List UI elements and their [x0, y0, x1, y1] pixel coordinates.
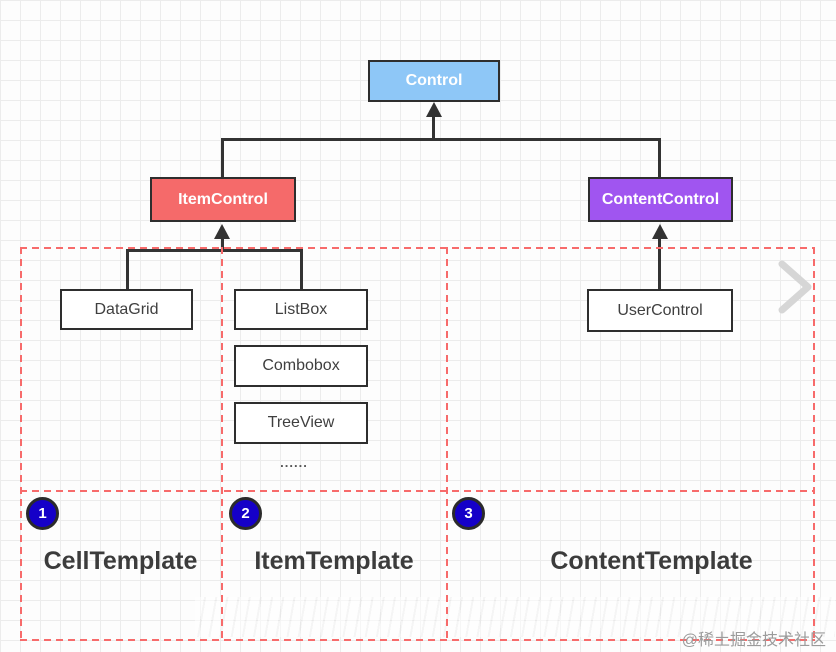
region-divider-1 — [221, 247, 223, 641]
region-border-left — [20, 247, 22, 641]
connector-itemcontrol-stem — [221, 235, 224, 252]
connector-control-branch — [221, 138, 661, 141]
connector-to-itemcontrol — [221, 138, 224, 179]
label-contenttemplate: ContentTemplate — [550, 547, 753, 575]
node-treeview: TreeView — [234, 402, 368, 444]
node-control: Control — [368, 60, 500, 102]
community-watermark: @稀土掘金技术社区 — [681, 632, 826, 649]
connector-itemcontrol-branch — [126, 249, 303, 252]
region-border-top — [20, 247, 815, 249]
badge-2: 2 — [229, 497, 262, 530]
badge-3: 3 — [452, 497, 485, 530]
connector-control-stem — [432, 113, 435, 141]
connector-to-listbox — [300, 249, 303, 291]
label-itemtemplate: ItemTemplate — [254, 547, 414, 575]
region-divider-2 — [446, 247, 448, 641]
connector-to-contentcontrol — [658, 138, 661, 179]
node-itemcontrol: ItemControl — [150, 177, 296, 222]
label-celltemplate: CellTemplate — [43, 547, 198, 575]
node-combobox: Combobox — [234, 345, 368, 387]
connector-to-usercontrol — [658, 235, 661, 291]
faint-watermark-band — [195, 597, 835, 637]
node-listbox: ListBox — [234, 289, 368, 330]
badge-1: 1 — [26, 497, 59, 530]
node-usercontrol: UserControl — [587, 289, 733, 332]
region-border-bottom — [20, 639, 815, 641]
node-contentcontrol: ContentControl — [588, 177, 733, 222]
connector-to-datagrid — [126, 249, 129, 291]
scroll-right-chevron-icon[interactable] — [774, 258, 818, 316]
more-controls-ellipsis: ...... — [280, 455, 308, 470]
arrowhead-up-itemcontrol — [214, 224, 230, 239]
region-divider-horizontal — [20, 490, 815, 492]
region-border-right — [813, 247, 815, 641]
node-datagrid: DataGrid — [60, 289, 193, 330]
arrowhead-up-control — [426, 102, 442, 117]
arrowhead-up-contentcontrol — [652, 224, 668, 239]
